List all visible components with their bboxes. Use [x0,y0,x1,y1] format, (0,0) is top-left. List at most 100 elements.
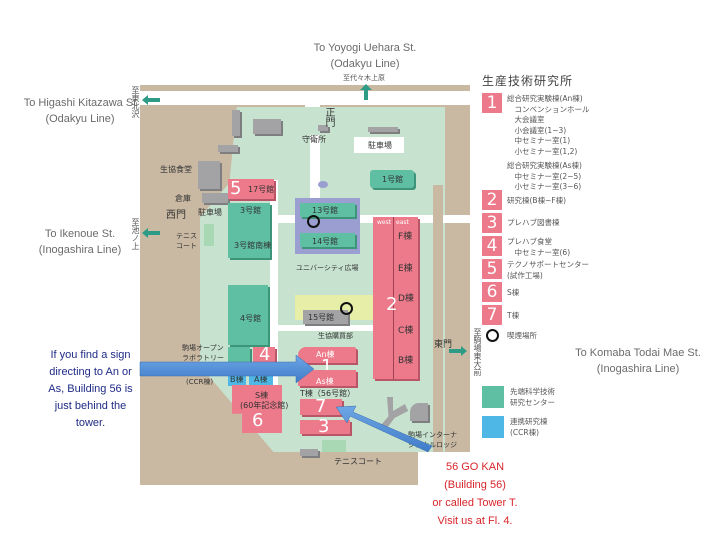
legend-number-3: 3 [482,213,502,233]
label-building-s-sub: (60年記念館) [240,401,289,410]
label-east: east [396,219,409,226]
building-4 [228,285,268,345]
arrow-to-an-as-icon [139,354,315,384]
label-komaba-open-lab: 駒場オープンラボラトリー [182,344,224,362]
legend-ccr: 連携研究棟 (CCR棟) [510,417,548,437]
label-building-14: 14号館 [312,237,339,246]
label-building-ccr-a: A棟 [254,375,268,384]
number-2: 2 [386,294,398,315]
label-building-c: C棟 [398,326,414,336]
label-building-f: F棟 [398,232,413,242]
label-building-e: E棟 [398,264,413,274]
jp-direction-yoyogi: 至代々木上原 [343,74,385,82]
building-4-prefab-cafeteria [253,347,275,363]
building-17 [228,179,274,199]
label-main-gate: 正門 [323,107,334,127]
smoking-area-icon [307,215,320,228]
legend-number-5: 5 [482,259,502,279]
fountain [318,181,328,188]
direction-komaba-todai-mae: To Komaba Todai Mae St. (Inogashira Line… [575,347,701,375]
arrow-east-icon [449,346,467,356]
label-building-3: 3号館 [240,206,262,215]
legend-number-7: 7 [482,305,502,325]
smoking-area-icon [340,302,353,315]
legend-number-1: 1 [482,93,502,113]
label-coop-cafeteria: 生協食堂 [160,165,192,174]
label-building-3-south: 3号館南棟 [234,241,272,250]
legend-smoking-icon [486,329,499,342]
label-coop-store: 生協購買部 [318,332,353,340]
label-t-building: T棟（56号館） [300,389,356,398]
tennis-court-south [322,440,346,452]
number-7: 7 [315,396,327,417]
label-west: west [377,219,392,226]
note-building-56: 56 GO KAN (Building 56) or called Tower … [432,461,518,527]
road-north [140,91,470,105]
legend: 生産技術研究所 1 総合研究実験棟(An棟) コンベンションホール 大会議室 小… [480,72,710,438]
building-gray [232,110,240,136]
label-building-ccr-b: B棟 [230,375,244,384]
label-parking-north: 駐車場 [368,141,392,150]
label-building-15: 15号館 [308,313,335,322]
building-gray [218,145,238,152]
label-building-an: An棟 [316,350,335,359]
label-ccr-sub: (CCR棟) [186,378,214,386]
label-west-gate: 西門 [166,210,186,221]
legend-item-2: 研究棟(B棟~F棟) [507,196,567,205]
jp-direction-higashi-kitazawa: 至東北沢 [131,86,140,118]
label-parking-west: 駐車場 [198,208,222,217]
label-building-17: 17号館 [248,185,275,194]
tennis-court-west [204,224,214,246]
label-university-plaza: ユニバーシティ広場 [296,264,359,272]
building-coop-cafeteria [198,161,220,189]
direction-ikenoue: To Ikenoue St. (Inogashira Line) [38,228,122,256]
jp-direction-ikenoue: 至池ノ上 [131,218,140,250]
building-an [298,347,356,363]
legend-item-5: テクノサポートセンター (試作工場) [507,260,590,280]
legend-smoking: 喫煙場所 [507,331,537,340]
label-building-as: As棟 [316,377,334,386]
legend-swatch-ccr [482,416,504,438]
arrow-to-building-56-icon [335,405,433,453]
number-3: 3 [318,416,330,437]
legend-item-1-as: 総合研究実験棟(As棟) 中セミナー室(2~5) 小セミナー室(3~6) [507,161,582,191]
campus-map: 駐車場 1号館 5 17号館 13号館 14号館 3号館 3号館南棟 ユニバーシ… [140,85,478,495]
legend-item-3: プレハブ図書棟 [507,218,560,227]
building-3-library [300,420,350,434]
legend-item-4: プレハブ食堂 中セミナー室(6) [507,237,571,257]
arrow-west-icon [142,95,160,105]
legend-item-7: T棟 [507,311,520,320]
building-gray [368,127,398,132]
label-building-1: 1号館 [382,175,404,184]
building-13 [300,203,355,217]
building-warehouse [202,193,228,203]
building-t-56 [300,399,342,415]
legend-item-1: 総合研究実験棟(An棟) コンベンションホール 大会議室 小会議室(1~3) 中… [507,94,590,156]
label-guard: 守衛所 [302,135,326,144]
label-building-s: S棟 [255,391,269,400]
number-1: 1 [321,356,333,377]
building-gray [253,119,281,134]
number-5: 5 [230,178,242,199]
number-6: 6 [252,410,264,431]
legend-title: 生産技術研究所 [482,74,574,88]
building-1 [370,170,414,188]
legend-rcast: 先端科学技術 研究センター [510,387,555,407]
building-gray [318,125,328,131]
legend-number-2: 2 [482,190,502,210]
legend-item-6: S棟 [507,288,520,297]
label-tennis-west: テニスコート [176,232,197,250]
building-15 [303,310,348,324]
building-as [298,370,356,386]
building-2-research [373,217,418,379]
label-building-13: 13号館 [312,206,339,215]
number-4: 4 [259,344,271,365]
jp-direction-komaba: 至駒場東大前 [473,328,482,376]
label-warehouse: 倉庫 [175,194,191,203]
label-tennis-south: テニスコート [334,457,382,466]
arrow-west-icon [142,228,160,238]
label-east-gate: 東門 [434,340,453,350]
legend-number-6: 6 [482,282,502,302]
building-59 [300,449,318,456]
